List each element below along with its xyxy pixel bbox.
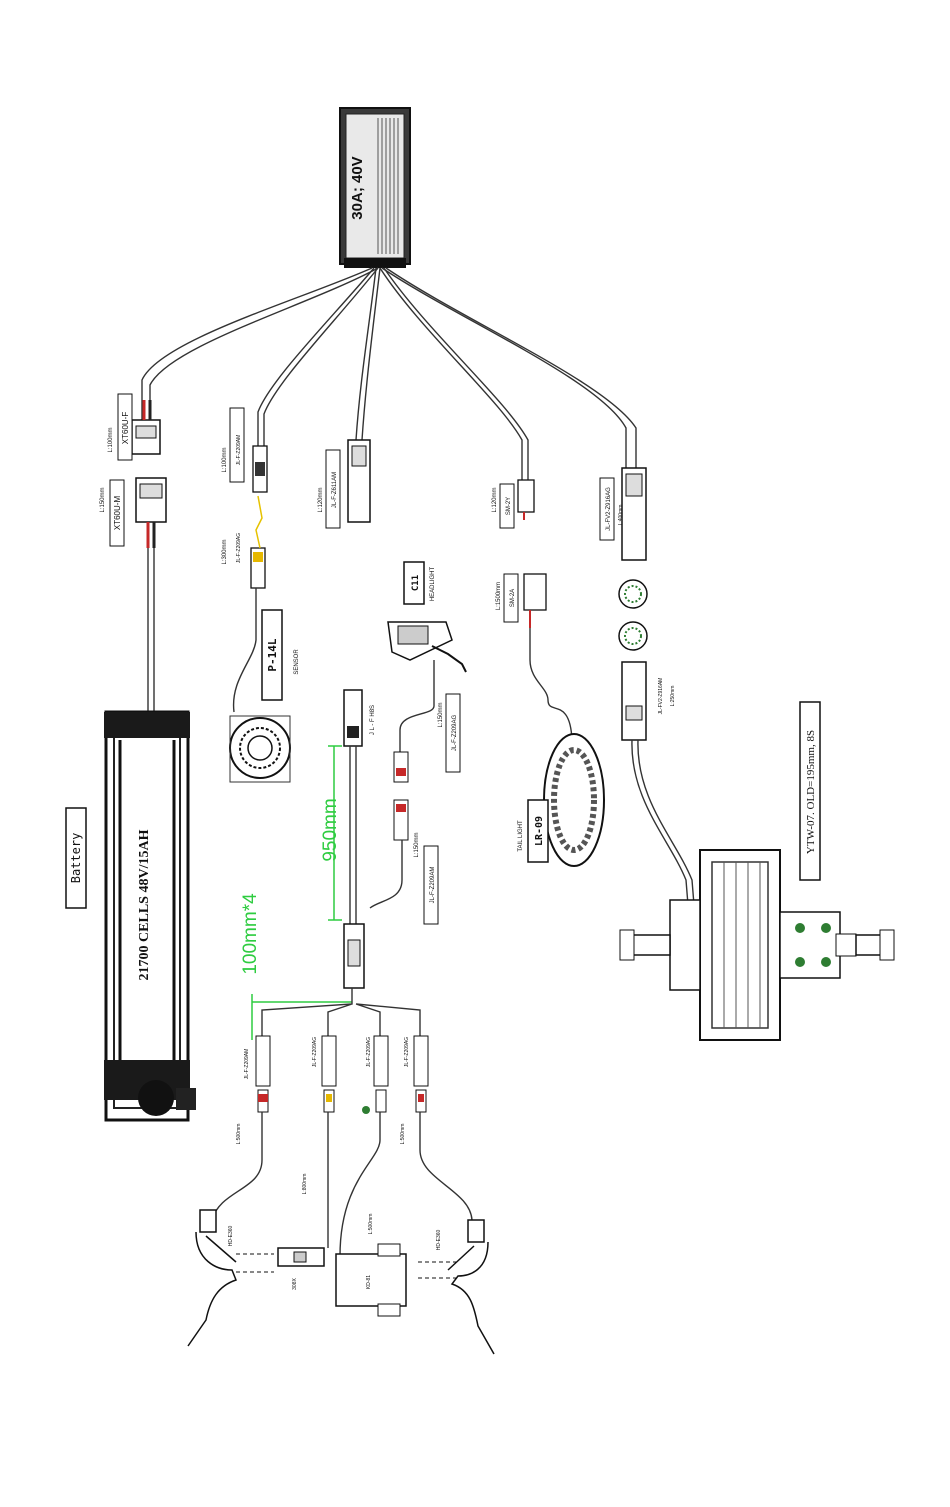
main-harness-label: J L - F H8S — [370, 705, 376, 735]
xt60-male-code: XT60U-M — [113, 496, 122, 531]
taillight-feed-code: SM-2Y — [506, 497, 512, 515]
sensor-cable-b-length: L:300mm — [222, 539, 228, 564]
xt60-male-connector: XT60U-M L:150mm — [100, 477, 167, 712]
motor-plug-connector: JL-FV2-Z916AM L:250mm — [621, 661, 697, 931]
motor-plug-code: JL-FV2-Z916AM — [658, 678, 664, 715]
branch-1-length: L:500mm — [236, 1124, 242, 1145]
motor-cable-code: JL-FV2-Z916AG — [606, 487, 612, 531]
display-cable-length: L:120mm — [318, 487, 324, 512]
brake-lever-right: HD-E360 — [418, 1219, 495, 1355]
taillight: SM-2A L:1500mm LR-09 TAIL LIGHT — [496, 573, 605, 867]
headlight-caption: HEADLIGHT — [430, 566, 436, 601]
headlight-cable-code: JL-F-Z209AG — [452, 714, 458, 751]
sensor-model-box: P-14L SENSOR — [261, 609, 300, 701]
motor-cable-length: L:400mm — [618, 505, 624, 526]
sensor-cable-b: JL-F-Z209AG L:300mm — [222, 495, 266, 713]
branch-1-code: JL-F-Z209AM — [244, 1049, 250, 1080]
sensor-cable-b-code: JL-F-Z209AG — [236, 533, 242, 563]
throttle: 308X — [277, 1247, 325, 1290]
display-cable-connector: JL-F-Z611AM L:120mm — [318, 439, 371, 529]
sensor-model: P-14L — [266, 638, 279, 671]
light-cable-code: JL-F-Z209AM — [430, 867, 436, 904]
battery-title-box: Battery — [65, 807, 87, 909]
brake-lever-left: HD-E360 — [187, 1209, 274, 1347]
throttle-model: 308X — [292, 1278, 298, 1290]
taillight-caption: TAIL LIGHT — [518, 820, 524, 852]
sensor-cable-a: JL-F-Z209AM L:100mm — [222, 407, 268, 493]
branch-3: JL-F-Z209AG L:500mm — [339, 1035, 389, 1257]
light-cable-length: L:150mm — [414, 832, 420, 857]
main-harness-length: 950mm — [320, 798, 341, 861]
xt60-male-length: L:150mm — [100, 487, 106, 512]
splitter: 100mm*4 — [240, 893, 421, 1040]
branch-2-code: JL-F-Z209AG — [312, 1037, 318, 1067]
sensor-caption: SENSOR — [294, 649, 300, 675]
lcd-display: KD-81 — [335, 1243, 407, 1317]
controller: 30A; 40V — [339, 107, 411, 268]
brake-left-model: HD-E360 — [228, 1226, 234, 1247]
headlight: C11 HEADLIGHT JL-F-Z209AG L:150mm — [387, 561, 467, 783]
battery-title: Battery — [69, 833, 83, 884]
controller-label: 30A; 40V — [349, 156, 366, 219]
motor-plug-length: L:250mm — [670, 686, 676, 707]
branch-3-length: L:500mm — [368, 1214, 374, 1235]
battery: 21700 CELLS 48V/15AH — [104, 710, 196, 1122]
xt60-female-code: XT60U-F — [121, 412, 130, 445]
branch-2: JL-F-Z209AG L:800mm — [302, 1035, 337, 1248]
taillight-model: LR-09 — [534, 816, 545, 846]
motor-cable-connector: JL-FV2-Z916AG L:400mm — [599, 467, 648, 651]
light-cable: JL-F-Z209AM L:150mm — [369, 799, 439, 925]
branch-1: JL-F-Z209AM L:500mm — [211, 1035, 271, 1221]
splitter-branch-label: 100mm*4 — [240, 893, 261, 975]
motor-spec: YTW-07. OLD=195mm, 8S — [805, 730, 817, 854]
brake-right-model: HD-E360 — [436, 1230, 442, 1251]
main-harness: J L - F H8S 950mm — [320, 689, 376, 989]
display-model: KD-81 — [366, 1275, 372, 1289]
display-cable-code: JL-F-Z611AM — [332, 472, 338, 508]
headlight-cable-length: L:150mm — [438, 702, 444, 727]
branch-4-length: L:500mm — [400, 1124, 406, 1145]
branch-2-length: L:800mm — [302, 1174, 308, 1195]
taillight-feed-length: L:120mm — [492, 487, 498, 512]
controller-cables — [141, 267, 637, 480]
taillight-feed-connector: SM-2Y L:120mm — [492, 479, 535, 529]
branch-4-code: JL-F-Z209AG — [404, 1037, 410, 1067]
headlight-model: C11 — [411, 575, 421, 591]
sensor-cable-a-length: L:100mm — [222, 447, 228, 472]
sensor-cable-a-code: JL-F-Z209AM — [236, 435, 242, 466]
pas-sensor-ring — [229, 715, 291, 783]
branch-3-code: JL-F-Z209AG — [366, 1037, 372, 1067]
xt60-female-length: L:100mm — [108, 427, 114, 452]
taillight-length: L:1500mm — [496, 582, 502, 610]
hub-motor: YTW-07. OLD=195mm, 8S — [619, 701, 895, 1041]
branch-4: JL-F-Z209AG L:500mm — [400, 1035, 473, 1221]
battery-spec: 21700 CELLS 48V/15AH — [137, 829, 152, 980]
taillight-code: SM-2A — [510, 589, 516, 607]
xt60-female-connector: XT60U-F L:100mm — [108, 393, 161, 461]
